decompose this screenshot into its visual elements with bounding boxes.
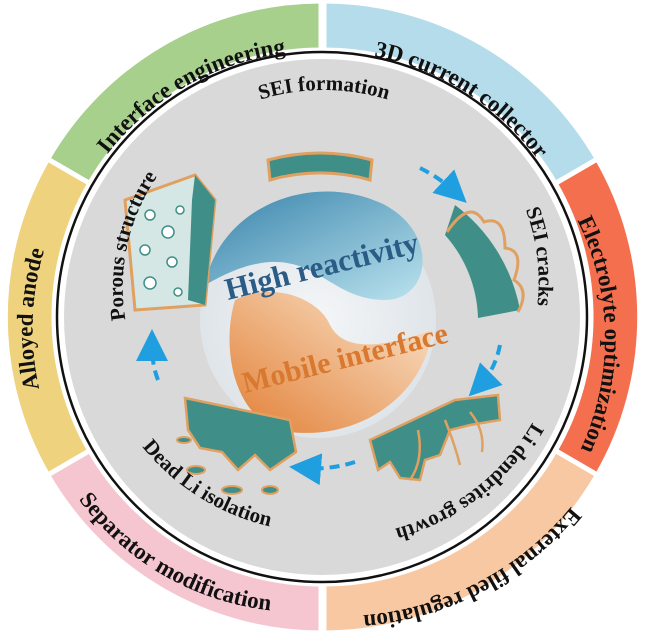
strategy-cycle-diagram: High reactivity Mobile interface: [0, 0, 645, 644]
